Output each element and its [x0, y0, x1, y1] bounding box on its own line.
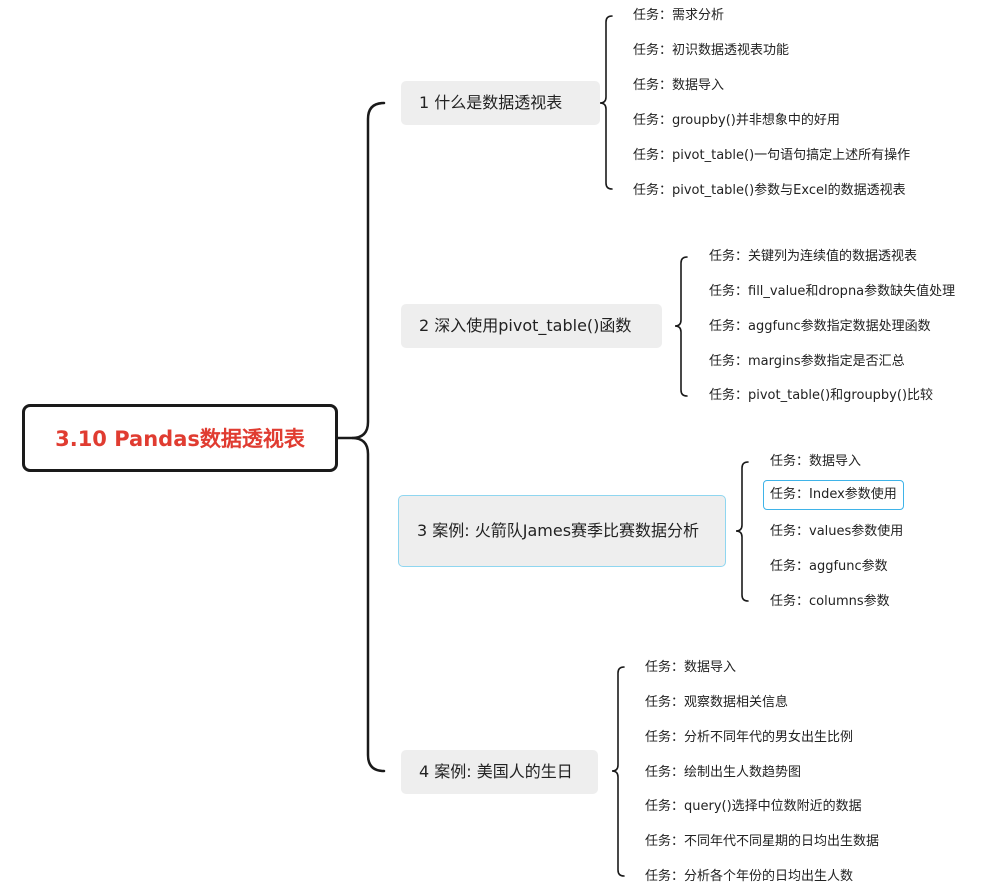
branch-topic-3[interactable]: 3 案例: 火箭队James赛季比赛数据分析: [398, 495, 726, 567]
task-item[interactable]: 任务：values参数使用: [770, 524, 904, 539]
task-item[interactable]: 任务：分析各个年份的日均出生人数: [645, 869, 854, 884]
branch-topic-label: 3 案例: 火箭队James赛季比赛数据分析: [417, 521, 700, 540]
branch-4-brace: [611, 666, 625, 877]
task-item[interactable]: 任务：需求分析: [633, 8, 725, 23]
task-item[interactable]: 任务：pivot_table()和groupby()比较: [709, 388, 934, 403]
branch-topic-4[interactable]: 4 案例: 美国人的生日: [401, 750, 598, 794]
task-item[interactable]: 任务：fill_value和dropna参数缺失值处理: [709, 284, 956, 299]
task-item[interactable]: 任务：关键列为连续值的数据透视表: [709, 249, 918, 264]
task-item[interactable]: 任务：数据导入: [645, 660, 737, 675]
task-item[interactable]: 任务：groupby()并非想象中的好用: [633, 113, 840, 128]
task-item[interactable]: 任务：数据导入: [770, 454, 862, 469]
branch-topic-1[interactable]: 1 什么是数据透视表: [401, 81, 600, 125]
branch-topic-label: 4 案例: 美国人的生日: [419, 762, 573, 781]
task-item[interactable]: 任务：query()选择中位数附近的数据: [645, 799, 862, 814]
branch-2-brace: [674, 256, 688, 397]
task-item[interactable]: 任务：margins参数指定是否汇总: [709, 354, 905, 369]
branch-1-brace: [599, 15, 613, 190]
task-item[interactable]: 任务：pivot_table()一句语句搞定上述所有操作: [633, 148, 911, 163]
root-topic[interactable]: 3.10 Pandas数据透视表: [22, 404, 338, 472]
task-item[interactable]: 任务：aggfunc参数: [770, 559, 888, 574]
branch-topic-label: 2 深入使用pivot_table()函数: [419, 316, 632, 335]
task-item[interactable]: 任务：初识数据透视表功能: [633, 43, 790, 58]
branch-topic-2[interactable]: 2 深入使用pivot_table()函数: [401, 304, 662, 348]
task-item[interactable]: 任务：columns参数: [770, 594, 890, 609]
task-item[interactable]: 任务：不同年代不同星期的日均出生数据: [645, 834, 880, 849]
branch-topic-label: 1 什么是数据透视表: [419, 93, 563, 112]
task-item[interactable]: 任务：aggfunc参数指定数据处理函数: [709, 319, 931, 334]
root-brace: [336, 101, 386, 773]
branch-3-brace: [735, 461, 749, 602]
task-item[interactable]: 任务：绘制出生人数趋势图: [645, 765, 802, 780]
root-topic-label: 3.10 Pandas数据透视表: [55, 427, 305, 451]
task-item-selected[interactable]: 任务：Index参数使用: [763, 480, 904, 510]
task-item[interactable]: 任务：pivot_table()参数与Excel的数据透视表: [633, 183, 906, 198]
task-item[interactable]: 任务：分析不同年代的男女出生比例: [645, 730, 854, 745]
task-item[interactable]: 任务：观察数据相关信息: [645, 695, 789, 710]
task-item[interactable]: 任务：数据导入: [633, 78, 725, 93]
